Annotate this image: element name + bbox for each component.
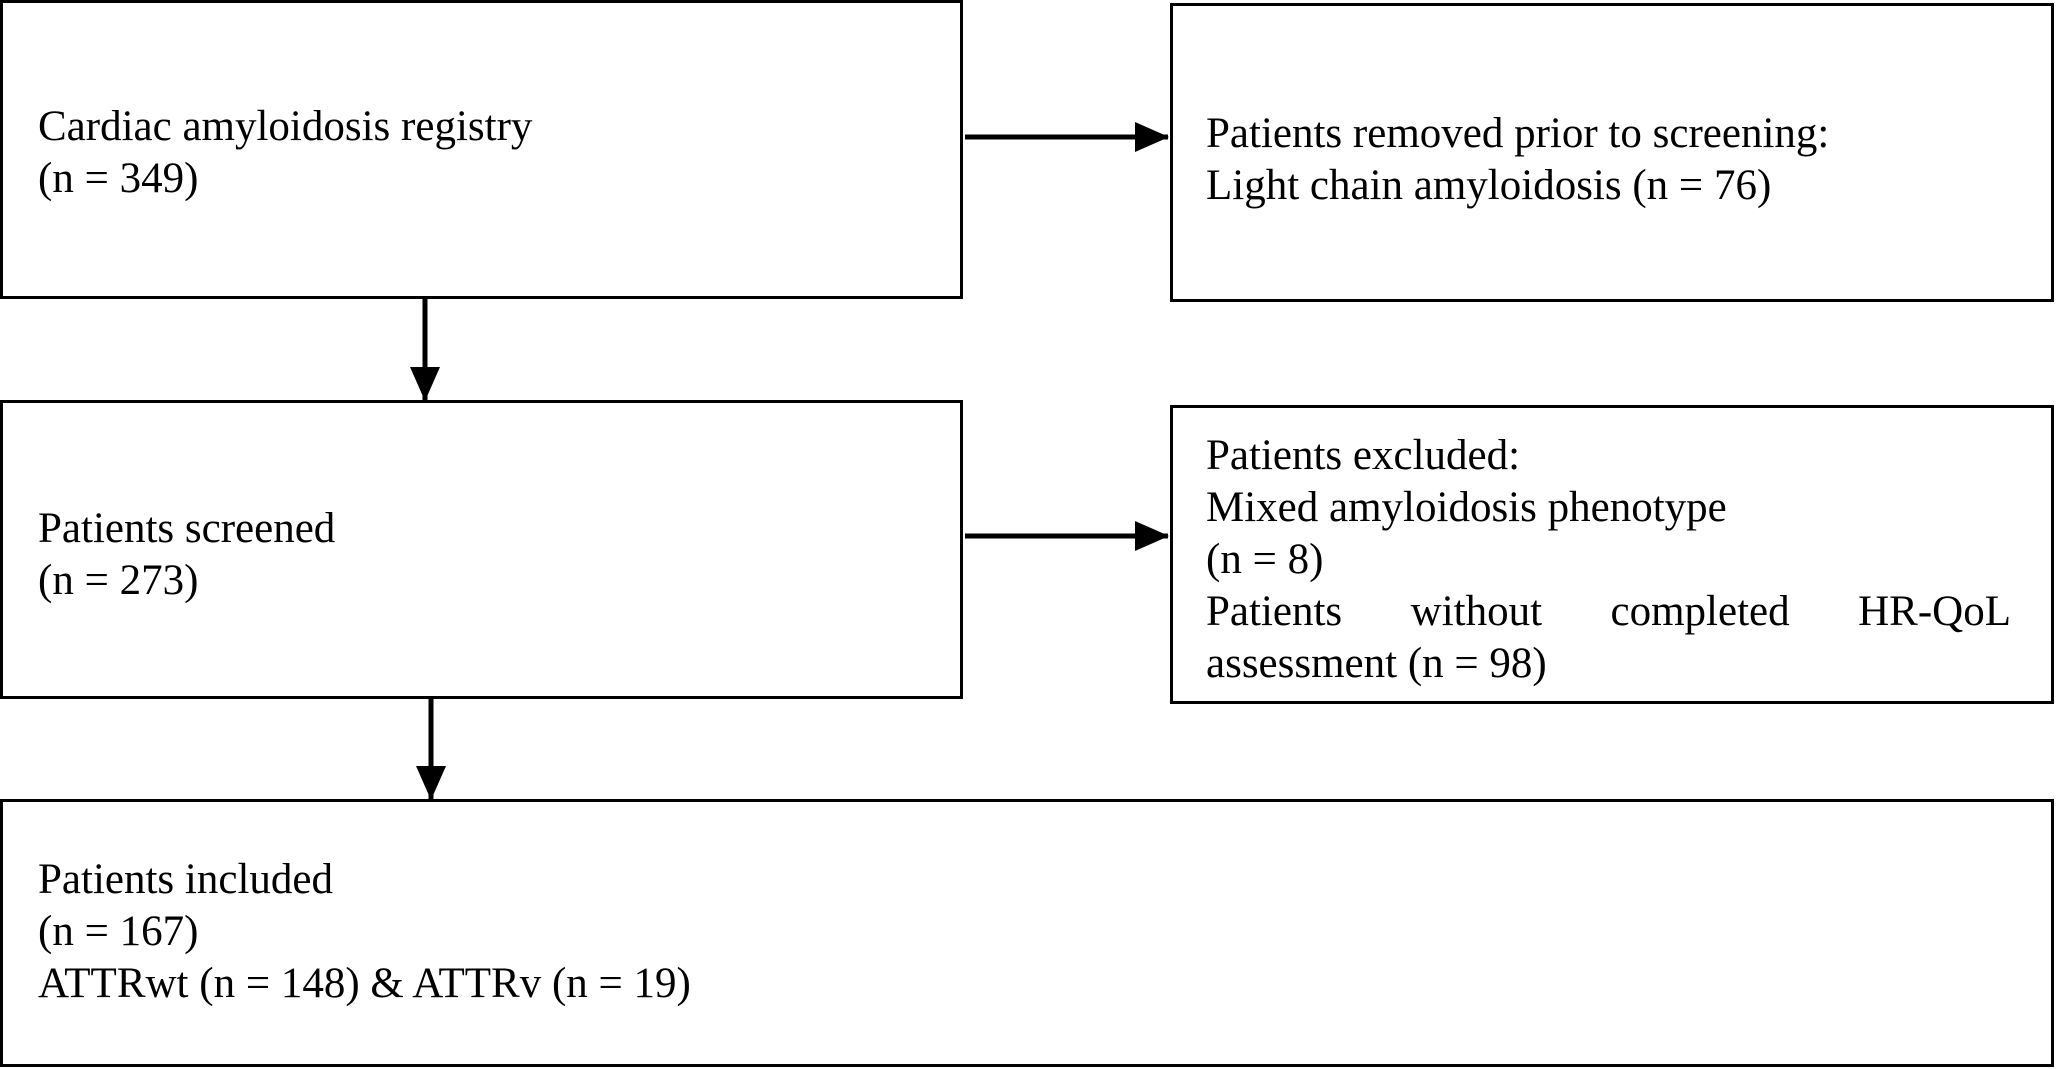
included-box: Patients included (n = 167) ATTRwt (n = … <box>0 799 2054 1067</box>
excluded-hrqol-line: Patients without completed HR-QoL <box>1206 586 2011 638</box>
registry-text: Cardiac amyloidosis registry (n = 349) <box>38 101 532 205</box>
removed-text: Patients removed prior to screening: Lig… <box>1206 108 1829 212</box>
screened-title: Patients screened <box>38 505 336 552</box>
registry-count: (n = 349) <box>38 155 199 202</box>
included-text: Patients included (n = 167) ATTRwt (n = … <box>38 854 691 1010</box>
removed-title: Patients removed prior to screening: <box>1206 110 1830 157</box>
included-title: Patients included <box>38 856 333 903</box>
registry-box: Cardiac amyloidosis registry (n = 349) <box>0 0 963 299</box>
screened-box: Patients screened (n = 273) <box>0 400 963 699</box>
included-count: (n = 167) <box>38 908 199 955</box>
screened-count: (n = 273) <box>38 557 199 604</box>
excluded-title: Patients excluded: <box>1206 432 1521 479</box>
excluded-mixed-label: Mixed amyloidosis phenotype <box>1206 484 1727 531</box>
excluded-hrqol-word-2: without <box>1410 588 1543 635</box>
excluded-hrqol-count: assessment (n = 98) <box>1206 640 1547 687</box>
included-breakdown: ATTRwt (n = 148) & ATTRv (n = 19) <box>38 960 691 1007</box>
removed-box: Patients removed prior to screening: Lig… <box>1170 3 2054 302</box>
excluded-text: Patients excluded: Mixed amyloidosis phe… <box>1206 430 2011 690</box>
registry-title: Cardiac amyloidosis registry <box>38 103 533 150</box>
excluded-hrqol-word-3: completed <box>1610 588 1790 635</box>
screened-text: Patients screened (n = 273) <box>38 503 335 607</box>
removed-detail: Light chain amyloidosis (n = 76) <box>1206 162 1772 209</box>
excluded-box: Patients excluded: Mixed amyloidosis phe… <box>1170 405 2054 704</box>
excluded-mixed-count: (n = 8) <box>1206 536 1324 583</box>
excluded-hrqol-word-4: HR-QoL <box>1858 588 2011 635</box>
excluded-hrqol-word-1: Patients <box>1206 588 1343 635</box>
